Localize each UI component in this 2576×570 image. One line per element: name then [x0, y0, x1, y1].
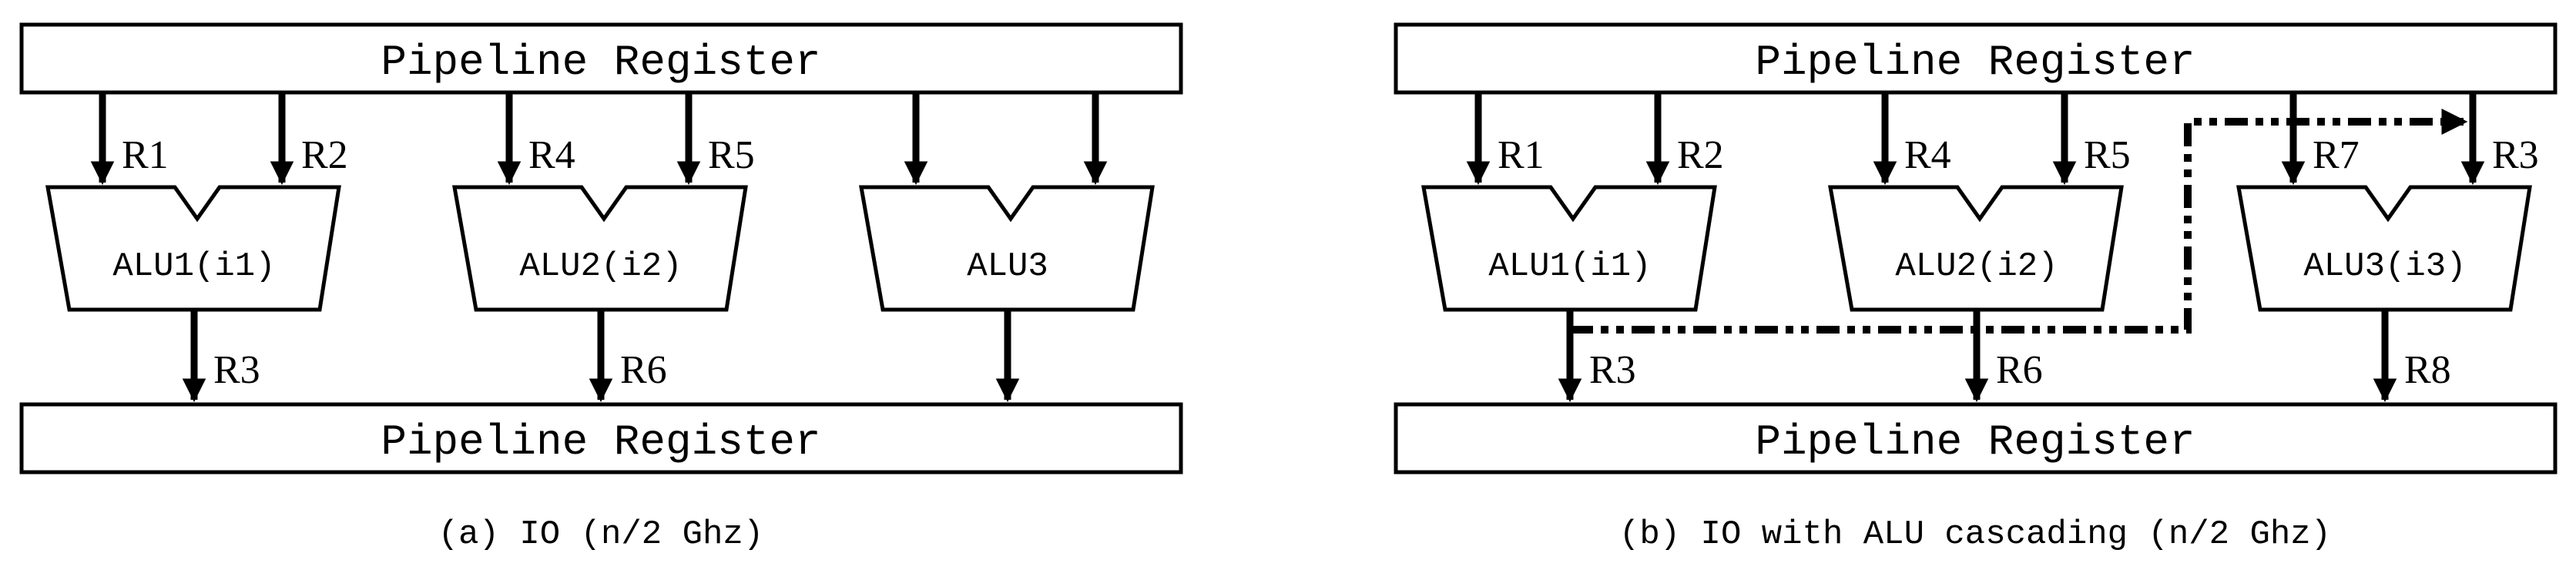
input-label-right: R2 — [1677, 133, 1724, 177]
panel-b: Pipeline Register Pipeline Register ALU1… — [1394, 22, 2558, 554]
caption-a: (a) IO (n/2 Ghz) — [438, 515, 763, 554]
pipeline-register-top: Pipeline Register — [1394, 22, 2558, 95]
alu-label: ALU2(i2) — [1895, 247, 2058, 286]
alu-label: ALU3 — [967, 247, 1048, 286]
cascade-forward-path — [1570, 108, 2468, 334]
input-label-right: R5 — [708, 133, 755, 177]
output-label: R8 — [2404, 348, 2451, 392]
alu-label: ALU3(i3) — [2303, 247, 2466, 286]
caption-b: (b) IO with ALU cascading (n/2 Ghz) — [1619, 515, 2331, 554]
output-label: R6 — [1996, 348, 2043, 392]
alu-label: ALU2(i2) — [519, 247, 682, 286]
alu-3: ALU3(i3) R7 R3 R8 — [2236, 94, 2539, 403]
alu-2: ALU2(i2) R4 R5 R6 — [1828, 94, 2131, 403]
alu-2: ALU2(i2) R4 R5 R6 — [452, 94, 755, 403]
input-label-right: R5 — [2084, 133, 2131, 177]
register-label: Pipeline Register — [381, 417, 820, 467]
output-label: R3 — [1589, 348, 1636, 392]
alu-label: ALU1(i1) — [1488, 247, 1651, 286]
input-label-left: R4 — [1904, 133, 1951, 177]
input-label-left: R1 — [1498, 133, 1545, 177]
alu-1: ALU1(i1) R1 R2 R3 — [1421, 94, 1724, 403]
alu-label: ALU1(i1) — [112, 247, 275, 286]
input-label-left: R1 — [122, 133, 169, 177]
pipeline-register-top: Pipeline Register — [19, 22, 1183, 95]
alu-1: ALU1(i1) R1 R2 R3 — [45, 94, 348, 403]
input-label-right: R2 — [301, 133, 348, 177]
output-label: R6 — [620, 348, 667, 392]
panel-a: Pipeline Register Pipeline Register ALU1… — [19, 22, 1183, 554]
register-label: Pipeline Register — [1755, 38, 2195, 87]
register-label: Pipeline Register — [381, 38, 820, 87]
pipeline-register-bottom: Pipeline Register — [19, 402, 1183, 474]
output-label: R3 — [213, 348, 260, 392]
pipeline-register-bottom: Pipeline Register — [1394, 402, 2558, 474]
input-label-right: R3 — [2492, 133, 2539, 177]
input-label-left: R7 — [2313, 133, 2360, 177]
input-label-left: R4 — [528, 133, 575, 177]
alu-3: ALU3 — [859, 94, 1155, 403]
register-label: Pipeline Register — [1755, 417, 2195, 467]
